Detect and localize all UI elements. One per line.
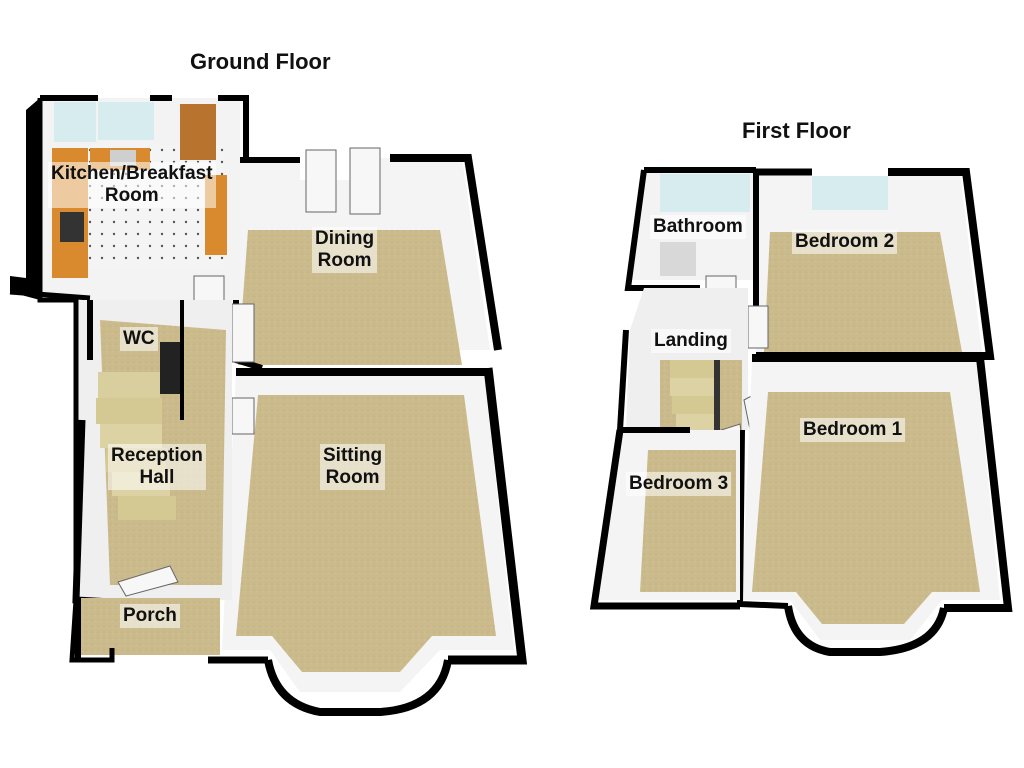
reception-hall-label: Reception Hall: [108, 444, 206, 490]
kitchen-label: Kitchen/Breakfast Room: [48, 162, 216, 208]
bedroom-2-room: [705, 168, 995, 360]
ground-floor-title: Ground Floor: [190, 49, 331, 74]
bedroom-3-room: [589, 427, 740, 610]
french-door-right: [349, 147, 381, 215]
porch-door: [117, 565, 179, 597]
bathroom-label: Bathroom: [650, 215, 746, 239]
bedroom-3-label: Bedroom 3: [626, 472, 732, 496]
bedroom-1-room: [736, 354, 1013, 656]
hob-icon: [60, 212, 84, 242]
porch-label: Porch: [120, 604, 180, 628]
wc-label: WC: [120, 327, 158, 351]
sitting-room-door: [231, 397, 255, 435]
wc-door: [160, 342, 180, 394]
sitting-room: [208, 367, 528, 716]
bedroom-2-label: Bedroom 2: [792, 230, 898, 254]
ground-floor-plan: [9, 95, 528, 716]
bedroom-1-label: Bedroom 1: [800, 418, 906, 442]
first-floor-title: First Floor: [742, 118, 851, 143]
kitchen-back-door: [180, 104, 216, 160]
sitting-room-label: Sitting Room: [320, 444, 386, 490]
ground-floor-outline: [37, 98, 115, 663]
bathroom-room: [624, 167, 756, 291]
bath-icon: [660, 242, 696, 276]
kitchen-window-2: [98, 102, 154, 140]
banister: [714, 360, 720, 434]
landing-label: Landing: [651, 329, 731, 353]
dining-room-label: Dining Room: [312, 227, 378, 273]
dining-hall-door: [231, 303, 255, 363]
bedroom-2-door-2: [747, 305, 769, 349]
bathroom-window: [660, 174, 750, 212]
french-door-left: [305, 149, 337, 213]
landing-staircase: [670, 360, 716, 430]
kitchen-window: [54, 102, 96, 142]
bedroom-2-window: [812, 176, 888, 210]
